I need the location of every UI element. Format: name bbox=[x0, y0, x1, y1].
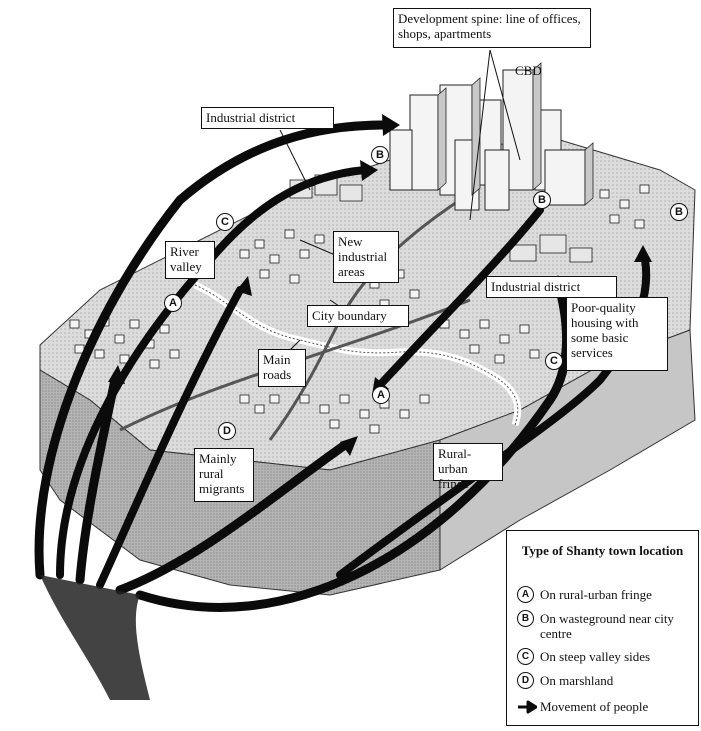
location-marker-c: C bbox=[216, 213, 234, 231]
legend-text: Movement of people bbox=[540, 699, 695, 714]
legend: Type of Shanty town location A On rural-… bbox=[506, 530, 699, 726]
legend-symbol: C bbox=[517, 648, 534, 665]
location-marker-a: A bbox=[164, 294, 182, 312]
poor-quality-housing-label: Poor-quality housing with some basic ser… bbox=[566, 297, 668, 371]
legend-symbol: A bbox=[517, 586, 534, 603]
new-industrial-areas-label: New industrial areas bbox=[333, 231, 399, 283]
migrant-source-stream bbox=[40, 575, 150, 700]
legend-symbol: B bbox=[517, 610, 534, 627]
industrial-district-right-label: Industrial district bbox=[486, 276, 617, 298]
legend-text: On wasteground near city centre bbox=[540, 611, 695, 641]
location-marker-b: B bbox=[670, 203, 688, 221]
location-marker-a: A bbox=[372, 386, 390, 404]
location-marker-b: B bbox=[371, 146, 389, 164]
legend-title: Type of Shanty town location bbox=[507, 543, 698, 558]
legend-symbol: D bbox=[517, 672, 534, 689]
legend-text: On rural-urban fringe bbox=[540, 587, 695, 602]
industrial-district-left-label: Industrial district bbox=[201, 107, 334, 129]
legend-text: On marshland bbox=[540, 673, 695, 688]
development-spine-label: Development spine: line of offices, shop… bbox=[393, 8, 591, 48]
location-marker-c: C bbox=[545, 352, 563, 370]
cbd-label: CBD bbox=[515, 63, 542, 78]
rural-urban-fringe-label: Rural-urban fringe bbox=[433, 443, 503, 481]
cbd-towers bbox=[390, 70, 585, 210]
location-marker-d: D bbox=[218, 422, 236, 440]
legend-text: On steep valley sides bbox=[540, 649, 695, 664]
river-valley-label: River valley bbox=[165, 241, 215, 279]
city-boundary-label: City boundary bbox=[307, 305, 409, 327]
arrow-icon bbox=[517, 698, 537, 714]
location-marker-b: B bbox=[533, 191, 551, 209]
mainly-rural-migrants-label: Mainly rural migrants bbox=[194, 448, 254, 502]
main-roads-label: Main roads bbox=[258, 349, 306, 387]
